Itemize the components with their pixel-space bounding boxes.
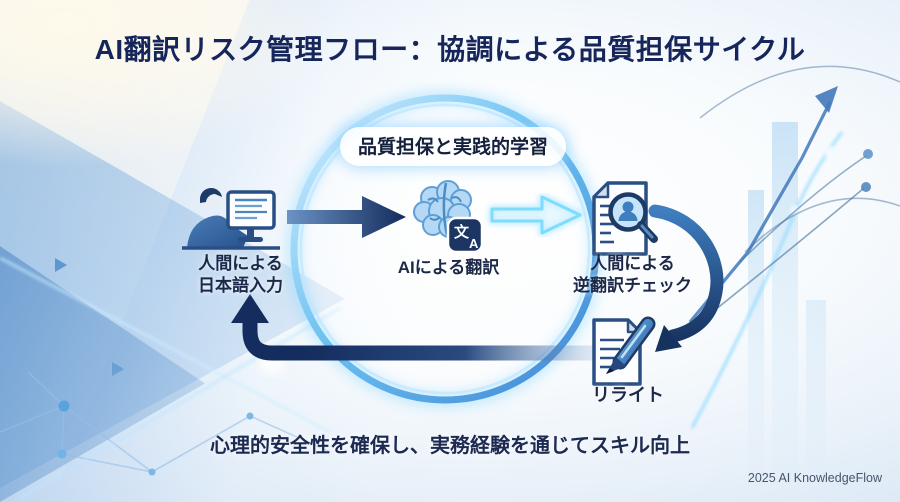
step-label-translate-text: AIによる翻訳 (397, 258, 500, 277)
step-label-input-line1: 人間による (198, 254, 283, 273)
document-pen-icon (582, 312, 664, 394)
step-label-translate: AIによる翻訳 (366, 257, 531, 279)
svg-text:A: A (469, 236, 479, 251)
bottom-note: 心理的安全性を確保し、実務経験を通じてスキル向上 (210, 435, 690, 457)
step-label-rewrite: リライト (563, 384, 693, 408)
arrow-return-to-input (231, 294, 598, 361)
step-label-check-line2: 逆翻訳チェック (573, 276, 692, 296)
arrow-check-to-rewrite (648, 204, 724, 352)
svg-text:文: 文 (454, 223, 470, 241)
step-label-check: 人間による 逆翻訳チェック (540, 253, 725, 298)
ai-brain-translate-icon: 文 A (408, 178, 488, 258)
step-label-check-line1: 人間による (590, 254, 675, 273)
step-label-input: 人間による 日本語入力 (158, 253, 323, 298)
document-magnifier-icon (582, 178, 670, 270)
arrow-input-to-ai (287, 196, 406, 238)
page-title: AI翻訳リスク管理フロー：協調による品質担保サイクル (94, 34, 806, 65)
step-label-rewrite-text: リライト (592, 385, 664, 405)
person-at-computer-icon (180, 184, 284, 250)
arrow-ai-to-check (488, 193, 584, 237)
step-label-input-line2: 日本語入力 (198, 276, 283, 296)
network-motif (0, 257, 341, 501)
credit-text: 2025 AI KnowledgeFlow (747, 471, 882, 485)
cycle-label: 品質担保と実践的学習 (340, 127, 567, 166)
translate-badge-icon: 文 A (446, 216, 484, 254)
